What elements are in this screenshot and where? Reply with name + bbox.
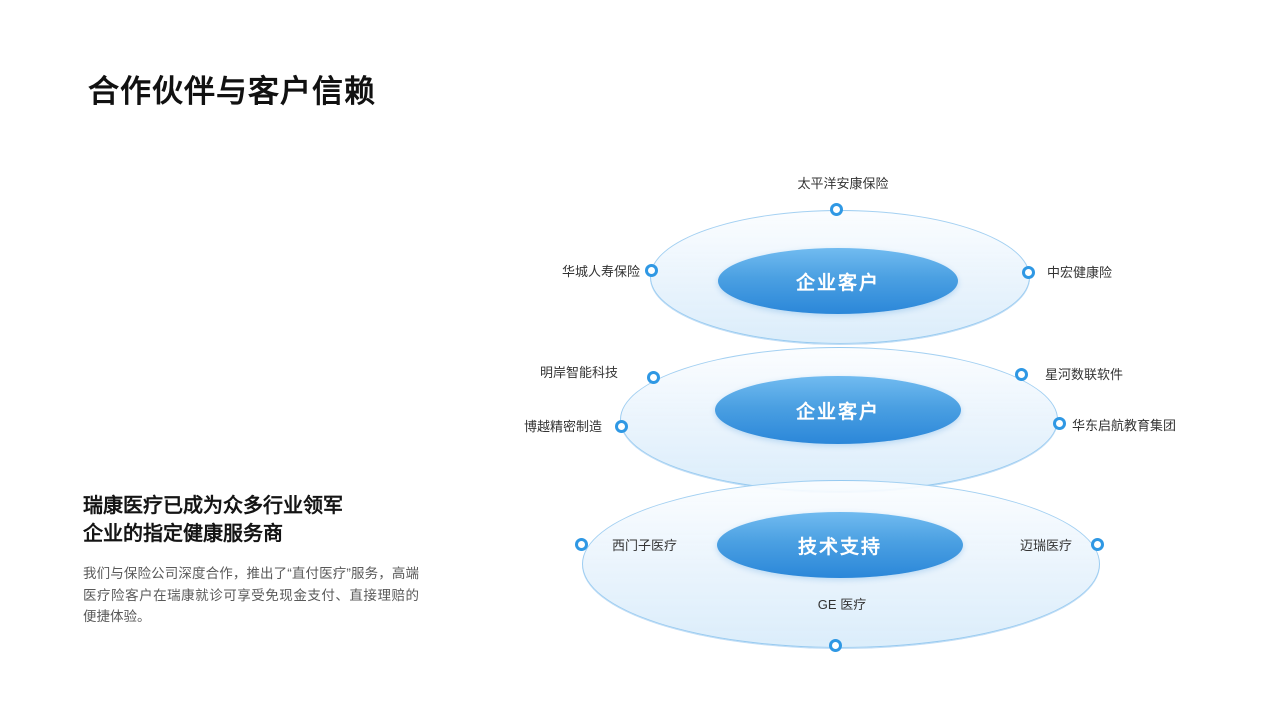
ring2-node-dot-upper-right <box>1015 368 1028 381</box>
ring3-node-label-left: 西门子医疗 <box>612 538 678 553</box>
ring1-node-dot-top <box>830 203 843 216</box>
left-panel-heading-line1: 瑞康医疗已成为众多行业领军 <box>83 495 343 517</box>
left-panel-heading: 瑞康医疗已成为众多行业领军 企业的指定健康服务商 <box>83 492 433 548</box>
page-title: 合作伙伴与客户信赖 <box>88 74 376 109</box>
ring1-inner-ellipse: 企业客户 <box>718 248 958 314</box>
ring2-node-dot-lower-left <box>615 420 628 433</box>
ring2-node-label-lower-right: 华东启航教育集团 <box>1072 418 1177 433</box>
ring3-node-label-bottom: GE 医疗 <box>817 597 867 612</box>
ring2-center-label: 企业客户 <box>795 401 880 423</box>
ring3-inner-ellipse: 技术支持 <box>717 512 963 578</box>
ring3-node-dot-right <box>1091 538 1104 551</box>
ring3-node-dot-bottom <box>829 639 842 652</box>
ring2-node-label-lower-left: 博越精密制造 <box>523 419 602 434</box>
left-panel-heading-line2: 企业的指定健康服务商 <box>83 523 283 545</box>
ring1-node-dot-right <box>1022 266 1035 279</box>
left-panel-body-text: 我们与保险公司深度合作，推出了“直付医疗”服务，高端医疗险客户在瑞康就诊可享受免… <box>83 566 419 624</box>
ring2-inner-ellipse: 企业客户 <box>715 376 961 444</box>
ring1-node-label-left: 华城人寿保险 <box>561 264 640 279</box>
ring3-node-label-right: 迈瑞医疗 <box>1020 538 1073 553</box>
ring2-node-dot-lower-right <box>1053 417 1066 430</box>
ring1-node-label-right: 中宏健康险 <box>1047 265 1113 280</box>
ring2-node-label-upper-left: 明岸智能科技 <box>539 365 618 380</box>
ring1-node-dot-left <box>645 264 658 277</box>
ring1-node-label-top: 太平洋安康保险 <box>797 176 889 191</box>
ring3-center-label: 技术支持 <box>797 536 882 558</box>
ring1-center-label: 企业客户 <box>795 272 880 294</box>
ring2-node-label-upper-right: 星河数联软件 <box>1045 367 1124 382</box>
ring3-node-dot-left <box>575 538 588 551</box>
ring2-node-dot-upper-left <box>647 371 660 384</box>
